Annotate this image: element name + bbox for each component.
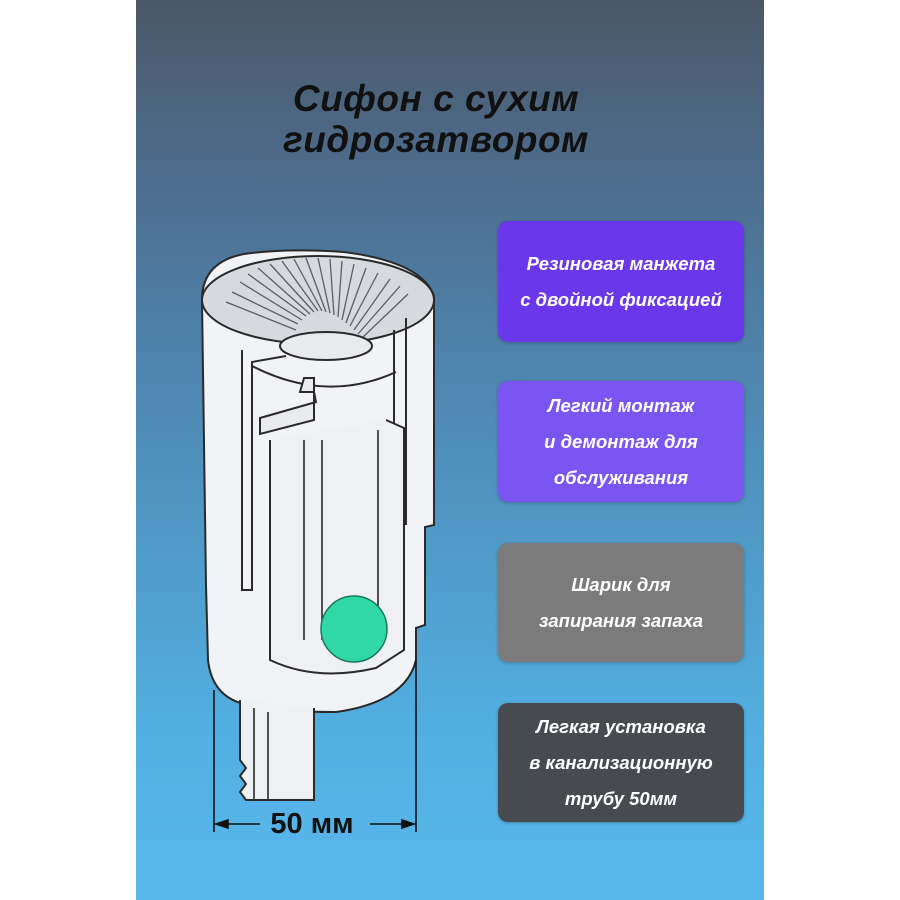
- feature-text-line: обслуживания: [553, 466, 689, 488]
- feature-text-line: с двойной фиксацией: [520, 288, 722, 310]
- feature-text-line: запирания запаха: [538, 609, 704, 631]
- feature-card-easy-install: Легкая установка в канализационную трубу…: [498, 703, 744, 822]
- feature-text-line: в канализационную: [529, 751, 713, 773]
- center-disk: [279, 331, 373, 361]
- outlet-pipe: [238, 700, 315, 801]
- feature-card-easy-mounting: Легкий монтаж и демонтаж для обслуживани…: [498, 381, 744, 502]
- left-wall: [241, 350, 287, 591]
- dimension-arrow-icon: [213, 660, 417, 832]
- feature-text-line: Легкая установка: [536, 715, 706, 737]
- feature-text-line: и демонтаж для: [544, 430, 698, 452]
- flap-valve: [259, 377, 318, 436]
- feature-text-line: Легкий монтаж: [547, 394, 695, 416]
- outlet-pipe-inner: [253, 708, 269, 800]
- feature-text-line: трубу 50мм: [564, 787, 678, 809]
- title-line-2: гидрозатвором: [283, 119, 589, 160]
- inner-cone: [251, 365, 397, 388]
- rubber-cuff-fins: [225, 257, 409, 339]
- siphon-cutaway-illustration: [200, 249, 435, 832]
- page-title: Сифон с сухим гидрозатвором: [136, 78, 736, 160]
- feature-text-line: Шарик для: [571, 573, 671, 595]
- title-line-1: Сифон с сухим: [292, 78, 580, 119]
- dimension-label: 50 мм: [270, 808, 354, 840]
- product-panel: Сифон с сухим гидрозатвором: [136, 0, 764, 900]
- ball-icon: [320, 595, 388, 663]
- feature-text-line: Резиновая манжета: [526, 252, 716, 274]
- feature-card-rubber-cuff: Резиновая манжета с двойной фиксацией: [498, 221, 744, 342]
- top-opening: [201, 255, 435, 345]
- feature-card-odor-ball: Шарик для запирания запаха: [498, 543, 744, 662]
